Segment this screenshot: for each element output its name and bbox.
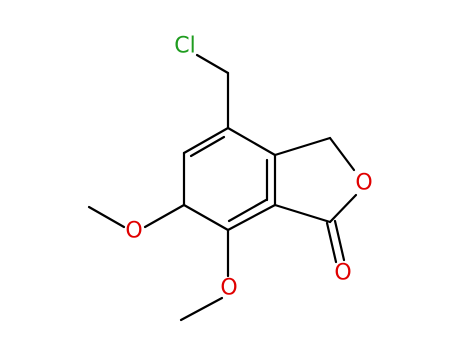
bond-carbonyl-ring: [273, 203, 332, 224]
bond-ring-bottom-right: [226, 203, 277, 232]
bond-ring-bottom-right-double: [227, 198, 268, 223]
bond-carbonyl-oxygen-double: [333, 219, 346, 262]
carbonyl-oxygen-label: O: [334, 261, 351, 286]
bond-methoxy-lower-methyl: [179, 296, 224, 322]
bond-ring-top-left: [182, 126, 230, 155]
bond-ring-bottom-left: [182, 203, 230, 232]
bond-ring-to-ch2: [273, 136, 332, 157]
methoxy-oxygen-lower-label: O: [220, 276, 237, 301]
chlorine-label: Cl: [174, 34, 195, 59]
bond-cl-ch2: [195, 53, 230, 75]
bond-methoxy-upper-methyl: [87, 205, 126, 229]
bond-ring-top-right: [226, 126, 277, 157]
bond-ring-top-left-double: [189, 135, 226, 158]
bond-ring-methoxy-upper: [143, 203, 186, 229]
bond-oxygen-carbonyl: [328, 193, 358, 224]
ring-oxygen-label: O: [355, 171, 372, 196]
bond-carbonyl-oxygen: [325, 221, 338, 264]
bond-ch2-oxygen: [328, 136, 356, 172]
methoxy-oxygen-upper-label: O: [125, 219, 142, 244]
